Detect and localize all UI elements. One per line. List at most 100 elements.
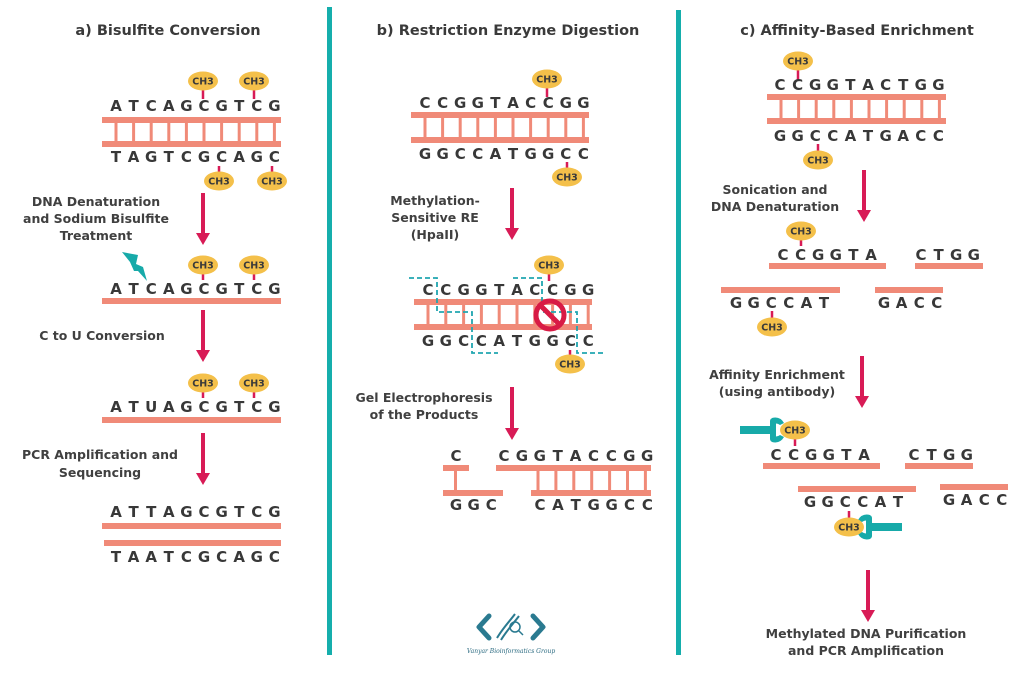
blocked-cut-no-icon: [533, 298, 567, 332]
nucleotide: G: [419, 145, 431, 163]
antibody-stem: [868, 523, 902, 531]
panel-b-step1-label: Methylation- Sensitive RE (HpaII): [390, 193, 480, 242]
methyl-c6: CH3: [834, 511, 864, 537]
methyl-c5: CH3: [780, 420, 810, 446]
nucleotide: C: [908, 446, 919, 464]
nucleotide: T: [512, 332, 523, 350]
lightning-bolt-icon: [122, 252, 147, 281]
nucleotide: G: [943, 491, 955, 509]
nucleotide: T: [234, 398, 245, 416]
panel-a-original-duplex: [102, 117, 281, 147]
methyl-badge-bg: [532, 69, 562, 89]
base-pair-rung: [493, 115, 497, 140]
methyl-badge-bg: [803, 150, 833, 170]
logo-right-bracket-icon: [530, 613, 546, 641]
nucleotide: T: [146, 503, 157, 521]
panel-c-enriched-bottom-right-strand: [940, 484, 1008, 490]
nucleotide: G: [422, 332, 434, 350]
base-pair-rung: [497, 302, 501, 327]
methyl-badge-bg: [552, 167, 582, 187]
panel-b-title: b) Restriction Enzyme Digestion: [377, 23, 640, 39]
nucleotide: A: [163, 97, 175, 115]
nucleotide: T: [508, 145, 519, 163]
svg-text:Sequencing: Sequencing: [59, 465, 141, 480]
methyl-label: CH3: [192, 77, 214, 88]
nucleotide: G: [215, 97, 227, 115]
base-pair-rung: [529, 115, 533, 140]
panel-c-fragment-bottom-right-strand: [875, 287, 943, 293]
nucleotide: T: [926, 446, 937, 464]
methyl-a2: CH3: [239, 71, 269, 99]
nucleotide: T: [553, 447, 564, 465]
nucleotide: G: [268, 280, 280, 298]
nucleotide: C: [269, 148, 280, 166]
nucleotide: T: [863, 127, 874, 145]
nucleotide: A: [233, 548, 245, 566]
nucleotide: G: [268, 97, 280, 115]
nucleotide: G: [809, 76, 821, 94]
base-pair-rung: [441, 115, 445, 140]
nucleotide: C: [440, 281, 451, 299]
nucleotide: C: [251, 503, 262, 521]
panel-c-fragment-top-left-strand: [769, 263, 886, 269]
nucleotide: C: [915, 127, 926, 145]
svg-text:Methylation-: Methylation-: [390, 193, 480, 208]
methyl-a7: CH3: [188, 373, 218, 398]
nucleotide: T: [571, 496, 582, 514]
methyl-label: CH3: [536, 75, 558, 86]
arrow-head: [857, 210, 871, 222]
nucleotide: G: [943, 446, 955, 464]
nucleotide: G: [774, 127, 786, 145]
nucleotide: G: [251, 148, 263, 166]
antibody-hinge: [866, 515, 872, 539]
nucleotide: U: [145, 398, 157, 416]
fragment1-rung: [454, 470, 457, 492]
fragment1-top-strand: [443, 465, 469, 471]
nucleotide: G: [564, 281, 576, 299]
panel-c-step2-label: Affinity Enrichment (using antibody): [709, 367, 845, 399]
nucleotide: C: [777, 246, 788, 264]
nucleotide: T: [234, 97, 245, 115]
nucleotide: A: [511, 281, 523, 299]
logo-text: Vanyar Bioinformatics Group: [467, 648, 555, 655]
nucleotide: C: [880, 76, 891, 94]
base-pair-rung: [423, 115, 427, 140]
nucleotide: A: [145, 548, 157, 566]
nucleotide: A: [552, 496, 564, 514]
nucleotide: G: [804, 493, 816, 511]
panel-c-original-duplex: [767, 94, 946, 124]
panel-c-enriched-bottom-left-strand: [798, 486, 916, 492]
nucleotide: C: [996, 491, 1007, 509]
methyl-a3: CH3: [204, 166, 234, 191]
nucleotide: G: [560, 94, 572, 112]
nucleotide: C: [529, 281, 540, 299]
arrow-head: [855, 396, 869, 408]
nucleotide: G: [180, 503, 192, 521]
nucleotide: C: [198, 398, 209, 416]
nucleotide: A: [128, 548, 140, 566]
nucleotide: C: [450, 447, 461, 465]
methyl-badge-bg: [257, 171, 287, 191]
base-pair-rung: [885, 97, 889, 121]
nucleotide: C: [486, 496, 497, 514]
methyl-badge-bg: [239, 373, 269, 393]
nucleotide: G: [215, 398, 227, 416]
base-pair-rung: [114, 120, 118, 144]
base-pair-rung: [814, 97, 818, 121]
nucleotide: G: [827, 76, 839, 94]
panel-c-step1-label: Sonication and DNA Denaturation: [711, 182, 839, 214]
nucleotide: C: [543, 94, 554, 112]
nucleotide: A: [801, 294, 813, 312]
base-pair-rung: [902, 97, 906, 121]
base-pair-rung: [167, 120, 171, 144]
base-pair-rung: [586, 302, 590, 327]
nucleotide: G: [516, 447, 528, 465]
nucleotide: G: [440, 332, 452, 350]
nucleotide: G: [524, 145, 536, 163]
nucleotide: G: [821, 493, 833, 511]
